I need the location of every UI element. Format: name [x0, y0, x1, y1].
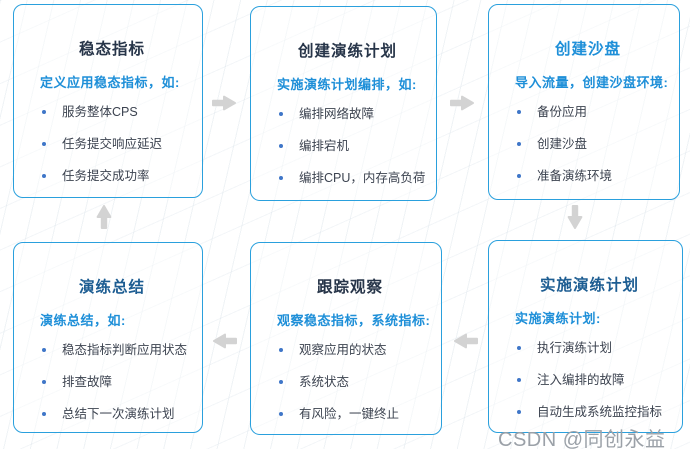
- card-implement-drill-plan: 实施演练计划 实施演练计划: 执行演练计划 注入编排的故障 自动生成系统监控指标: [488, 240, 683, 433]
- list-item: 注入编排的故障: [511, 371, 668, 389]
- card-title: 演练总结: [78, 279, 145, 296]
- arrow-left-icon: [453, 332, 479, 350]
- card-bullet-list: 编排网络故障 编排宕机 编排CPU，内存高负荷: [273, 105, 425, 187]
- card-bullet-list: 观察应用的状态 系统状态 有风险，一键终止: [273, 341, 427, 423]
- arrow-left-icon: [212, 332, 238, 350]
- card-create-sandbox: 创建沙盘 导入流量，创建沙盘环境: 备份应用 创建沙盘 准备演练环境: [488, 4, 680, 200]
- card-subtitle: 定义应用稳态指标，如:: [40, 75, 180, 90]
- card-title: 稳态指标: [78, 41, 145, 58]
- card-subtitle: 观察稳态指标，系统指标:: [277, 313, 431, 328]
- card-title: 实施演练计划: [539, 277, 639, 294]
- arrow-down-icon: [566, 204, 584, 230]
- arrow-right-icon: [449, 94, 475, 112]
- card-steady-state-metrics: 稳态指标 定义应用稳态指标，如: 服务整体CPS 任务提交响应延迟 任务提交成功…: [13, 4, 203, 198]
- card-bullet-list: 备份应用 创建沙盘 准备演练环境: [511, 103, 665, 185]
- arrow-up-icon: [95, 204, 113, 230]
- card-subtitle: 实施演练计划:: [515, 311, 601, 326]
- list-item: 系统状态: [273, 373, 427, 391]
- card-subtitle: 演练总结，如:: [40, 313, 126, 328]
- card-subtitle: 导入流量，创建沙盘环境:: [515, 75, 669, 90]
- list-item: 创建沙盘: [511, 135, 665, 153]
- arrow-right-icon: [211, 94, 237, 112]
- list-item: 编排宕机: [273, 137, 422, 155]
- card-track-observe: 跟踪观察 观察稳态指标，系统指标: 观察应用的状态 系统状态 有风险，一键终止: [250, 242, 442, 435]
- list-item: 准备演练环境: [511, 167, 665, 185]
- card-title: 创建沙盘: [554, 41, 621, 58]
- card-drill-summary: 演练总结 演练总结，如: 稳态指标判断应用状态 排查故障 总结下一次演练计划: [13, 242, 203, 433]
- list-item: 有风险，一键终止: [273, 405, 427, 423]
- list-item: 服务整体CPS: [36, 103, 188, 121]
- list-item: 备份应用: [511, 103, 665, 121]
- list-item: 执行演练计划: [511, 339, 668, 357]
- card-subtitle: 实施演练计划编排，如:: [277, 77, 417, 92]
- card-title: 跟踪观察: [316, 279, 383, 296]
- list-item: 任务提交响应延迟: [36, 135, 188, 153]
- list-item: 稳态指标判断应用状态: [36, 341, 188, 359]
- card-title: 创建演练计划: [297, 43, 397, 60]
- list-item: 任务提交成功率: [36, 167, 188, 185]
- card-create-drill-plan: 创建演练计划 实施演练计划编排，如: 编排网络故障 编排宕机 编排CPU，内存高…: [250, 6, 437, 201]
- list-item: 排查故障: [36, 373, 188, 391]
- card-bullet-list: 稳态指标判断应用状态 排查故障 总结下一次演练计划: [36, 341, 188, 423]
- list-item: 观察应用的状态: [273, 341, 427, 359]
- list-item: 总结下一次演练计划: [36, 405, 188, 423]
- list-item: 编排网络故障: [273, 105, 422, 123]
- csdn-watermark: CSDN @同创永益: [498, 429, 666, 449]
- card-bullet-list: 执行演练计划 注入编排的故障 自动生成系统监控指标: [511, 339, 668, 421]
- list-item: 编排CPU，内存高负荷: [273, 169, 425, 187]
- list-item: 自动生成系统监控指标: [511, 403, 668, 421]
- card-bullet-list: 服务整体CPS 任务提交响应延迟 任务提交成功率: [36, 103, 188, 185]
